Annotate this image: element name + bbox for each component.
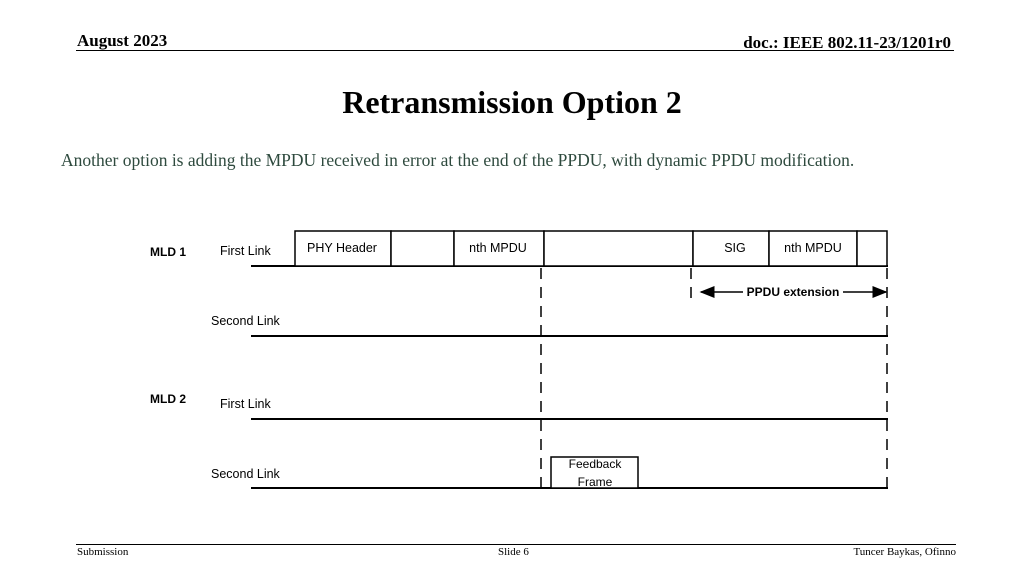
footer-slide-number: Slide 6 — [498, 546, 529, 558]
header-divider — [76, 50, 954, 51]
feedback-frame-label-line2: Frame — [578, 475, 613, 489]
sig-label: SIG — [724, 241, 746, 255]
feedback-frame-box — [550, 456, 639, 489]
mld2-label: MLD 2 — [150, 392, 186, 406]
ppdu-data-box — [543, 230, 694, 267]
slide-title: Retransmission Option 2 — [342, 84, 682, 120]
header-doc-id: doc.: IEEE 802.11-23/1201r0 — [743, 33, 951, 52]
mld1-label: MLD 1 — [150, 245, 186, 259]
footer-submission: Submission — [77, 546, 129, 558]
ppdu-tail-box — [856, 230, 888, 267]
header-date: August 2023 — [77, 31, 168, 50]
body-text: Another option is adding the MPDU receiv… — [61, 150, 855, 170]
feedback-frame-label-line1: Feedback — [569, 457, 623, 471]
nth-mpdu-retx-label: nth MPDU — [784, 241, 842, 255]
ppdu-extension-label: PPDU extension — [747, 285, 840, 299]
mld1-first-link-label: First Link — [220, 244, 271, 258]
phy-header-box — [294, 230, 392, 267]
mld2-first-link-label: First Link — [220, 397, 271, 411]
mld1-second-link-label: Second Link — [211, 314, 281, 328]
footer-author: Tuncer Baykas, Ofinno — [853, 546, 956, 558]
footer-divider — [76, 544, 956, 545]
phy-header-label: PHY Header — [307, 241, 377, 255]
ppdu-segment-box — [390, 230, 455, 267]
ppdu-frame: PHY Header nth MPDU SIG nth MPDU — [294, 230, 888, 267]
mld2-second-link-label: Second Link — [211, 467, 281, 481]
nth-mpdu-label: nth MPDU — [469, 241, 527, 255]
